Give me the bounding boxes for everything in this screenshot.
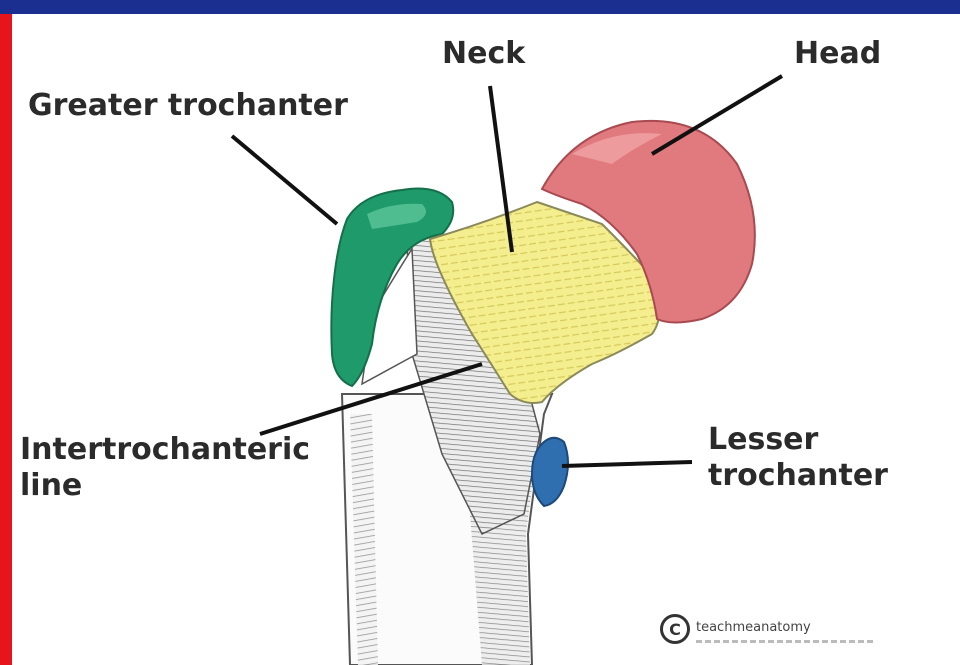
label-intertrochanteric-line-part2: line <box>20 468 310 504</box>
label-intertrochanteric-line-part1: Intertrochanteric <box>20 432 310 468</box>
label-lesser-trochanter: Lesser trochanter <box>708 422 888 494</box>
label-head: Head <box>794 36 881 72</box>
label-intertrochanteric-line: Intertrochanteric line <box>20 432 310 504</box>
credit-brand: teachmeanatomy <box>696 620 811 635</box>
label-greater-trochanter: Greater trochanter <box>28 88 348 124</box>
label-lesser-trochanter-part1: Lesser <box>708 422 888 458</box>
credit-watermark: C teachmeanatomy <box>660 614 876 644</box>
credit-text-block: teachmeanatomy <box>696 616 876 643</box>
diagram-canvas: Neck Head Greater trochanter Intertrocha… <box>12 14 960 665</box>
pointer-lesser-trochanter <box>562 462 692 466</box>
copyright-icon: C <box>660 614 690 644</box>
credit-subline <box>696 640 876 643</box>
lesser-trochanter-shape <box>532 438 568 506</box>
red-frame: Neck Head Greater trochanter Intertrocha… <box>0 14 960 665</box>
pointer-greater-trochanter <box>232 136 337 224</box>
label-neck: Neck <box>442 36 525 72</box>
label-lesser-trochanter-part2: trochanter <box>708 458 888 494</box>
